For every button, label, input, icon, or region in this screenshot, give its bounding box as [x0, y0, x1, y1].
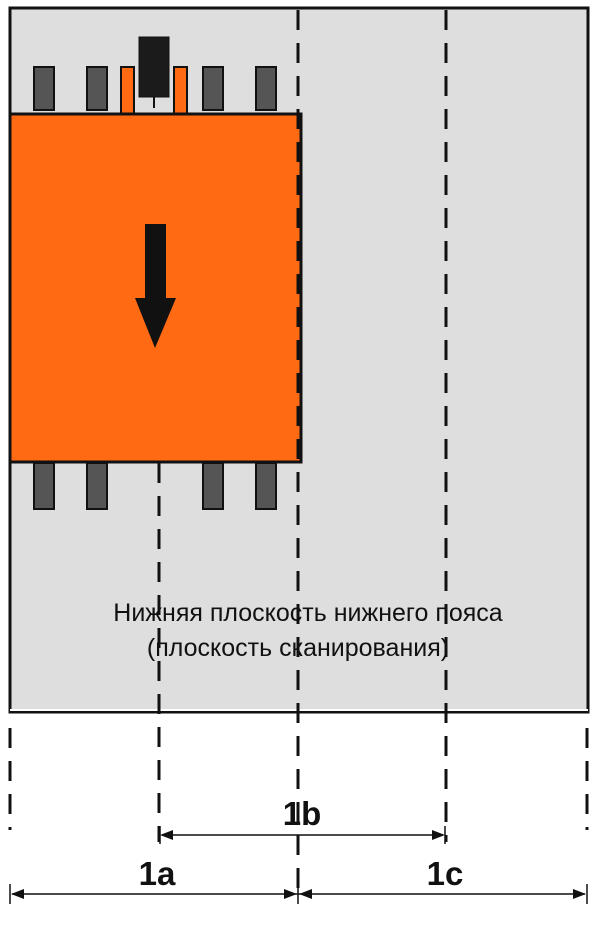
pad: [86, 66, 108, 111]
pad: [202, 462, 224, 510]
pad-highlighted: [120, 66, 135, 115]
pad: [255, 66, 277, 111]
pad: [33, 462, 55, 510]
plane-label-line1: Нижняя плоскость нижнего пояса: [113, 599, 503, 627]
pad: [86, 462, 108, 510]
arrow-down-icon: [135, 224, 176, 348]
dimension-1a-label: 1a: [139, 855, 176, 892]
plane-label-line2: (плоскость сканирования): [147, 634, 449, 662]
pad: [33, 66, 55, 111]
pad: [202, 66, 224, 111]
dimension-1b-label: 1b: [283, 795, 322, 832]
bottom-pads: [33, 462, 277, 510]
dimension-1a-1c: [9, 884, 588, 904]
dimension-1b: [159, 826, 446, 844]
scan-lines: [8, 10, 589, 890]
pad: [255, 462, 277, 510]
dimension-1c-label: 1c: [427, 855, 464, 892]
top-pads: [33, 66, 277, 115]
sensor-head-icon: [138, 36, 170, 108]
pad-highlighted: [173, 66, 188, 115]
